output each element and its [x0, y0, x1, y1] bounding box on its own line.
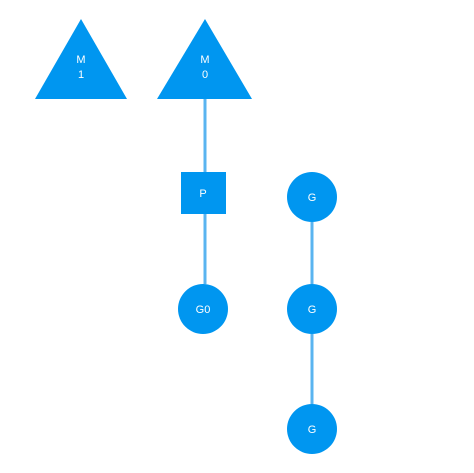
goroutine-queue-1: G [287, 172, 337, 222]
processor-p-label: P [199, 188, 206, 200]
goroutine-g0-circle [178, 284, 228, 334]
goroutine-g0-label: G0 [196, 304, 211, 316]
machine-m0: M 0 [157, 19, 252, 99]
machine-m1-label-line2: 1 [78, 69, 84, 81]
goroutine-queue-3-circle [287, 404, 337, 454]
goroutine-queue-1-circle [287, 172, 337, 222]
machine-m0-triangle [157, 19, 252, 99]
machine-m0-label-line1: M [200, 54, 209, 66]
machine-m0-label-line2: 0 [202, 69, 208, 81]
goroutine-queue-3: G [287, 404, 337, 454]
goroutine-queue-3-label: G [308, 424, 317, 436]
goroutine-g0: G0 [178, 284, 228, 334]
machine-m1: M 1 [35, 19, 127, 99]
goroutine-queue-2-circle [287, 284, 337, 334]
goroutine-queue-1-label: G [308, 192, 317, 204]
goroutine-queue-2: G [287, 284, 337, 334]
machine-m1-label-line1: M [76, 54, 85, 66]
machine-m1-triangle [35, 19, 127, 99]
processor-p: P [181, 172, 226, 214]
processor-p-square [181, 172, 226, 214]
goroutine-queue-2-label: G [308, 304, 317, 316]
